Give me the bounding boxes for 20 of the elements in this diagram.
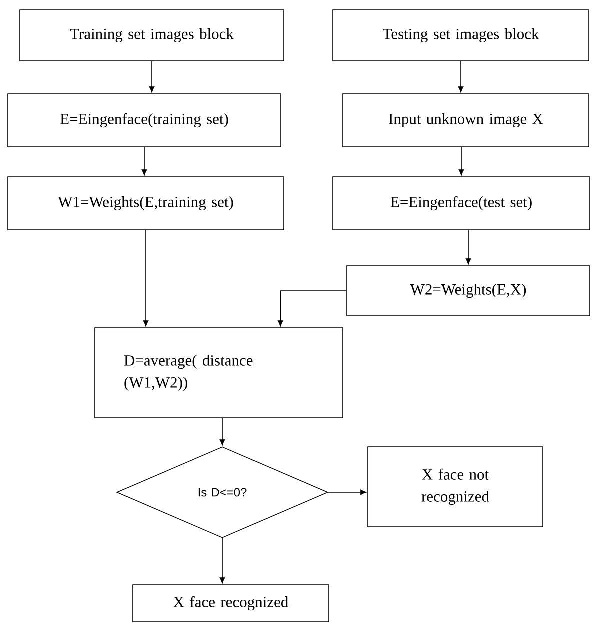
process-box: Testing set images block [332,10,590,62]
arrow [143,230,149,327]
process-box: E=Eingenface(test set) [332,176,590,230]
process-box: D=average( distance (W1,W2)) [94,328,344,418]
arrow [458,147,464,176]
arrow [142,147,148,176]
arrow [328,490,367,496]
arrow [278,290,347,327]
process-box: Input unknown image X [342,94,590,148]
arrow [149,61,155,93]
arrow [220,418,226,446]
arrow [466,230,472,265]
arrow [458,61,464,93]
process-box: W1=Weights(E,training set) [8,176,284,230]
process-box: X face recognized [132,584,330,622]
arrow [220,538,226,584]
process-box: X face not recognized [368,446,544,528]
process-box: Training set images block [20,10,284,62]
process-box: E=Eingenface(training set) [8,94,282,148]
process-box: W2=Weights(E,X) [346,266,590,316]
